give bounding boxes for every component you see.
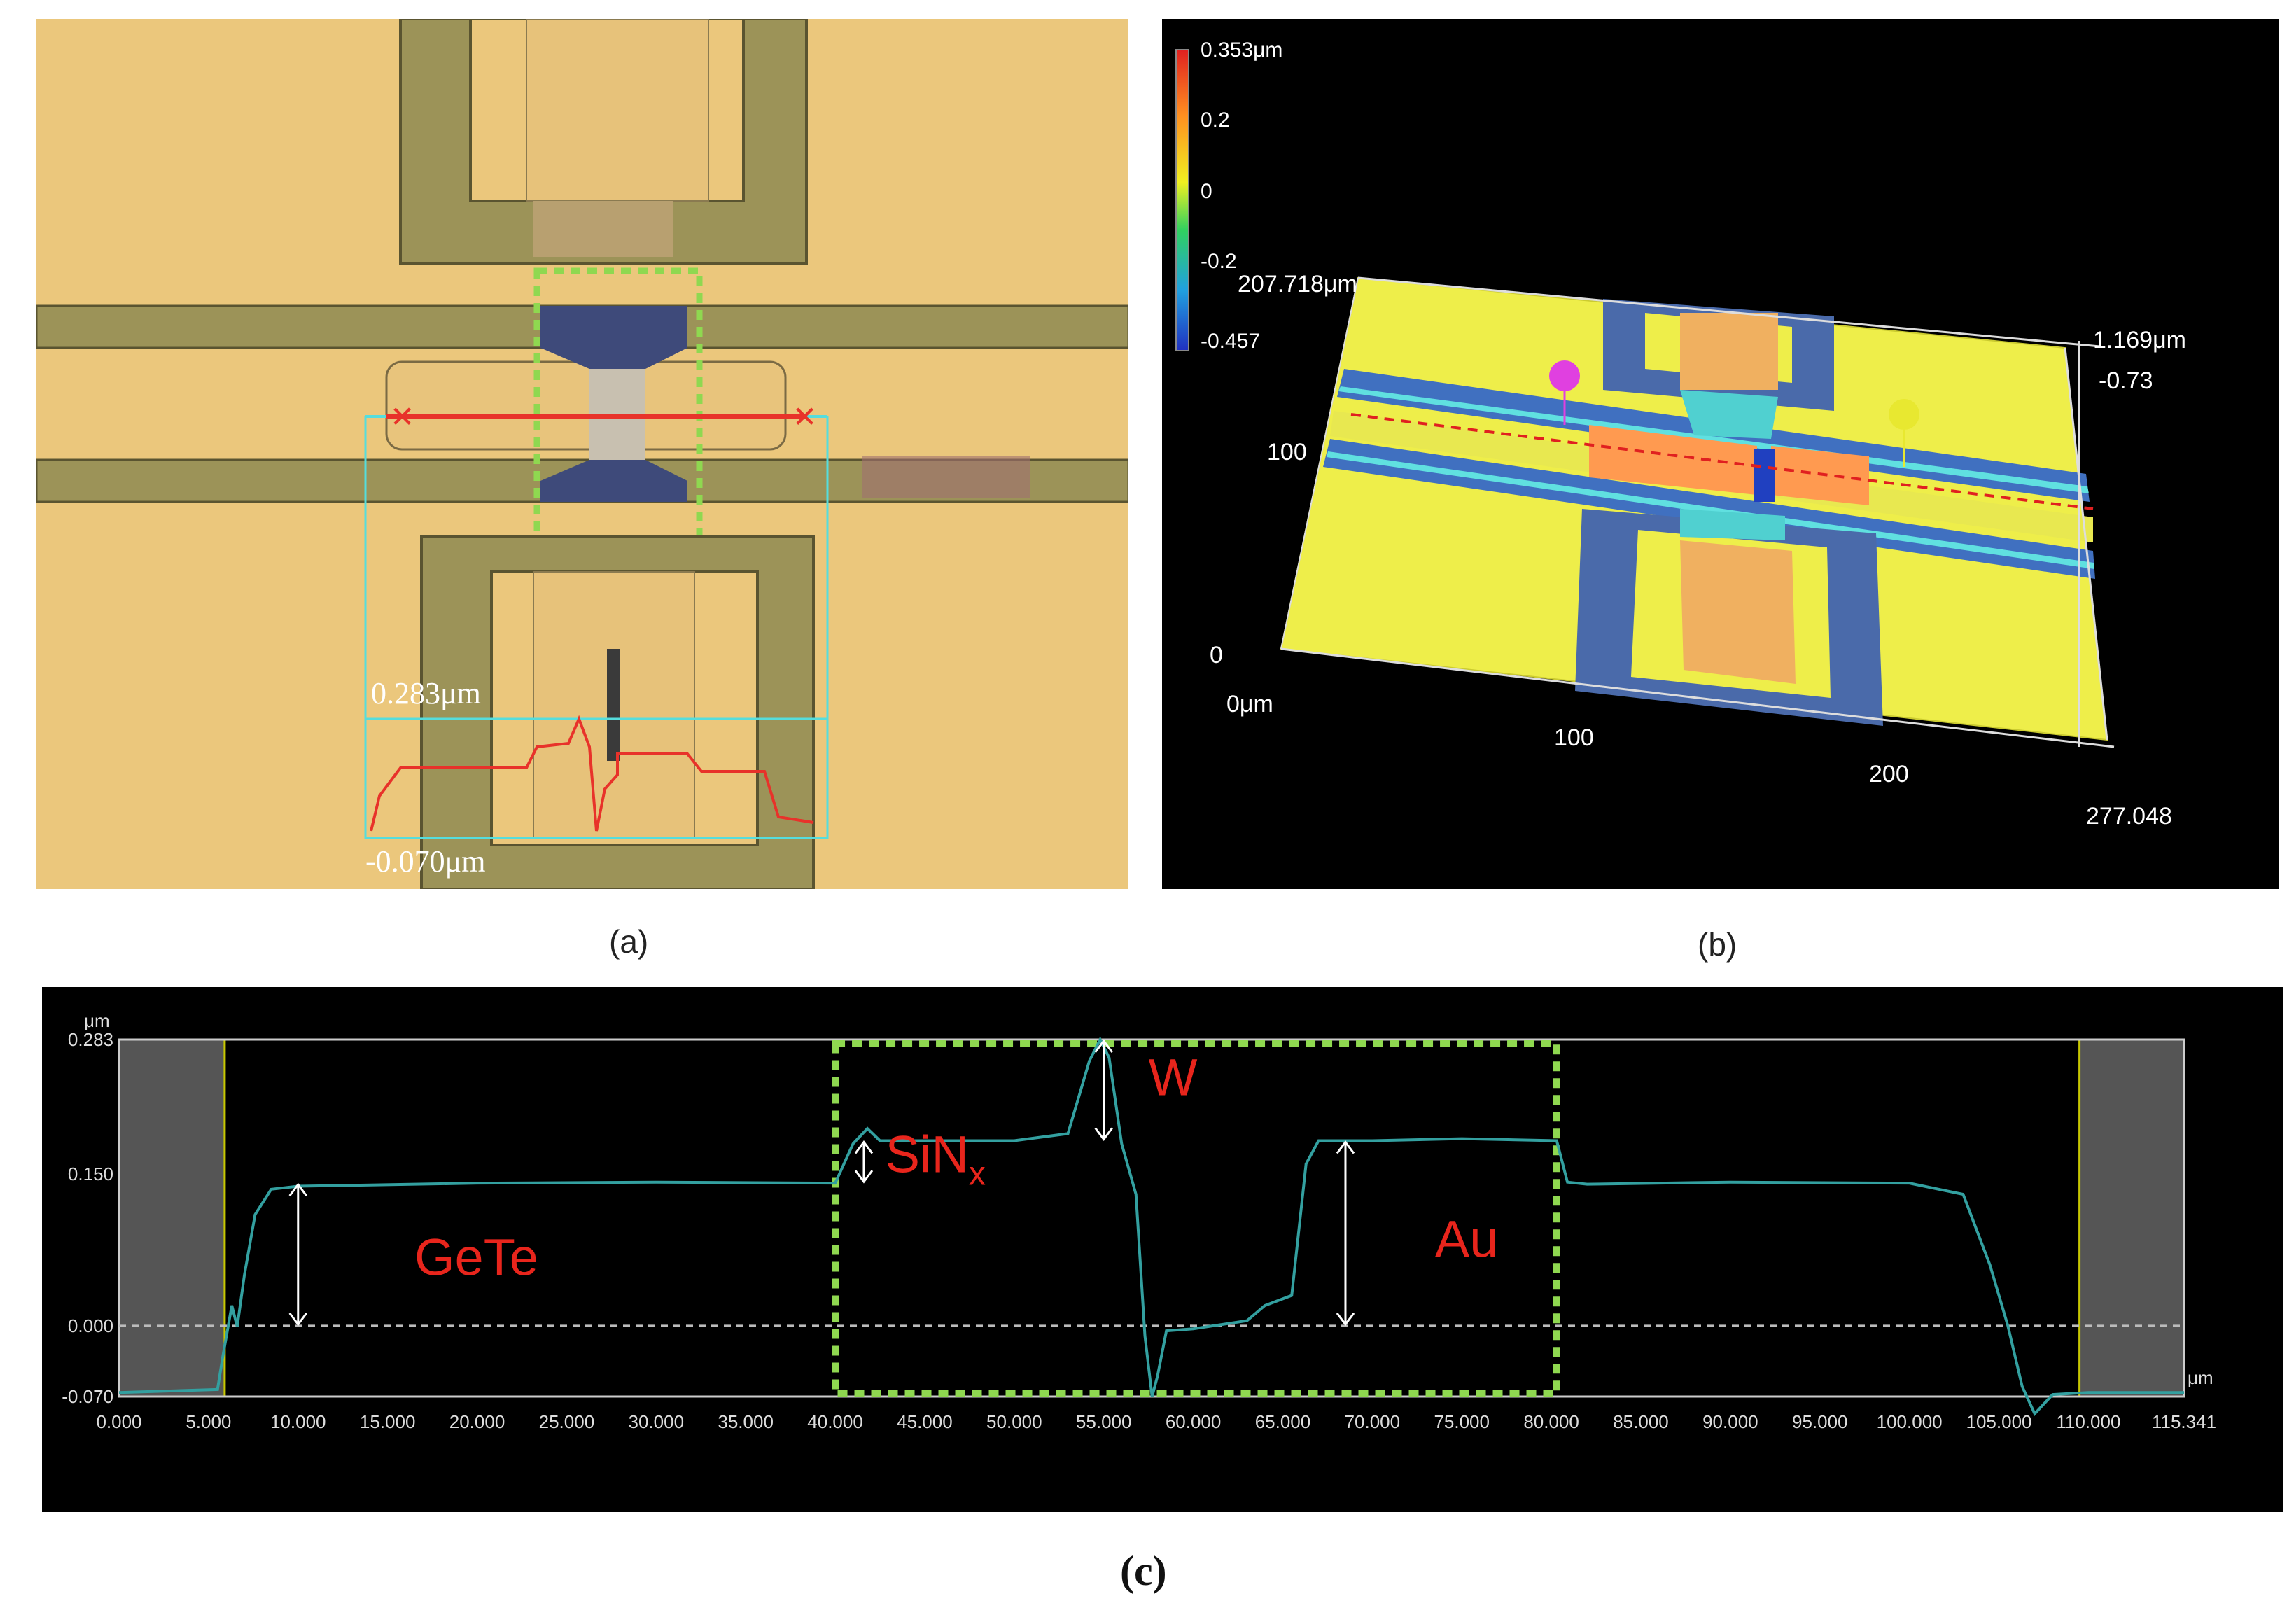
y-tick-label-2: 0.000 xyxy=(68,1315,113,1336)
colorbar-label-0: 0.353μm xyxy=(1201,38,1283,62)
svg-text:✕: ✕ xyxy=(792,400,817,434)
z-min-label: -0.73 xyxy=(2099,368,2153,394)
x-tick-label-23: 115.341 xyxy=(2152,1411,2216,1432)
right-shade xyxy=(2079,1040,2184,1396)
x-tick-label-2: 10.000 xyxy=(270,1411,326,1432)
height-map-panel: 0.353μm 0.2 0 -0.2 -0.457 207.718μm 100 … xyxy=(1162,19,2279,889)
x-tick-label-9: 45.000 xyxy=(897,1411,953,1432)
x-tick-label-15: 75.000 xyxy=(1434,1411,1490,1432)
x-tick-label-13: 65.000 xyxy=(1255,1411,1311,1432)
y-tick-label-0: 0.283 xyxy=(68,1029,113,1050)
x-extent-label: 277.048 xyxy=(2086,803,2172,830)
colorbar-label-4: -0.457 xyxy=(1201,330,1261,353)
x-tick-label-14: 70.000 xyxy=(1345,1411,1401,1432)
arrow-au-head-bottom xyxy=(1336,1312,1355,1326)
x-tick-label-22: 110.000 xyxy=(2056,1411,2120,1432)
x-tick-label-3: 15.000 xyxy=(360,1411,416,1432)
left-shade xyxy=(119,1040,225,1396)
y-tick-label-1: 0.150 xyxy=(68,1163,113,1184)
x-tick-label-16: 80.000 xyxy=(1523,1411,1579,1432)
x-tick-label-4: 20.000 xyxy=(449,1411,505,1432)
x-tick-label-1: 5.000 xyxy=(186,1411,231,1432)
x-tick-label-7: 35.000 xyxy=(718,1411,774,1432)
x-tick-100: 100 xyxy=(1554,724,1594,751)
y-extent-label: 207.718μm xyxy=(1238,271,1357,298)
height-map-image xyxy=(1175,49,2115,748)
arrow-sinx-head-top xyxy=(854,1140,874,1154)
colorbar-label-3: -0.2 xyxy=(1201,250,1237,273)
arrow-sinx-head-bottom xyxy=(854,1170,874,1184)
highlight-box xyxy=(832,1040,1560,1397)
annotation-au: Au xyxy=(1435,1210,1499,1268)
x-tick-label-6: 30.000 xyxy=(629,1411,685,1432)
y-tick-100: 100 xyxy=(1267,439,1307,465)
annotation-sin: SiNx xyxy=(886,1125,986,1192)
y-axis-unit: μm xyxy=(84,1010,110,1031)
x-tick-label-19: 95.000 xyxy=(1792,1411,1848,1432)
svg-text:✕: ✕ xyxy=(390,400,414,434)
profile-chart-panel: 0.283 0.150 0.000 -0.070 0.000 5.000 10.000 15.… xyxy=(42,987,2283,1512)
micrograph-panel: ✕ ✕ 0.283μm -0.070μm xyxy=(36,19,1128,889)
x-tick-label-20: 100.000 xyxy=(1877,1411,1943,1432)
annotation-gete: GeTe xyxy=(414,1228,538,1287)
arrow-au-head-top xyxy=(1336,1140,1355,1154)
profile-chart: 0.283 0.150 0.000 -0.070 0.000 5.000 10.000 15.… xyxy=(62,1010,2216,1432)
arrow-w-head-bottom xyxy=(1094,1127,1113,1141)
arrow-gete-head-bottom xyxy=(288,1312,307,1326)
caption-a: (a) xyxy=(609,923,649,960)
micrograph-image: ✕ ✕ xyxy=(36,19,1128,889)
x-tick-label-11: 55.000 xyxy=(1076,1411,1132,1432)
colorbar-label-2: 0 xyxy=(1201,180,1212,203)
arrow-gete-head-top xyxy=(288,1182,307,1197)
x-tick-label-10: 50.000 xyxy=(986,1411,1042,1432)
x-tick-label-5: 25.000 xyxy=(539,1411,595,1432)
x-tick-label-0: 0.000 xyxy=(96,1411,141,1432)
x-axis-unit: μm xyxy=(2188,1367,2213,1388)
x-tick-200: 200 xyxy=(1869,761,1909,788)
x-tick-label-21: 105.000 xyxy=(1966,1411,2032,1432)
caption-c: (c) xyxy=(1120,1548,1167,1594)
profile-min-label: -0.070μm xyxy=(365,844,486,878)
x-origin-label: 0μm xyxy=(1226,691,1273,718)
y-tick-0: 0 xyxy=(1210,642,1223,668)
x-tick-label-17: 85.000 xyxy=(1613,1411,1669,1432)
arrow-w-head-top xyxy=(1094,1039,1113,1053)
x-tick-label-18: 90.000 xyxy=(1702,1411,1758,1432)
colorbar-label-1: 0.2 xyxy=(1201,108,1230,132)
z-max-label: 1.169μm xyxy=(2093,327,2186,354)
profile-max-label: 0.283μm xyxy=(371,676,481,710)
y-tick-label-3: -0.070 xyxy=(62,1386,113,1407)
x-tick-label-12: 60.000 xyxy=(1166,1411,1222,1432)
caption-b: (b) xyxy=(1698,926,1737,962)
annotation-w: W xyxy=(1149,1048,1198,1106)
x-tick-label-8: 40.000 xyxy=(807,1411,863,1432)
